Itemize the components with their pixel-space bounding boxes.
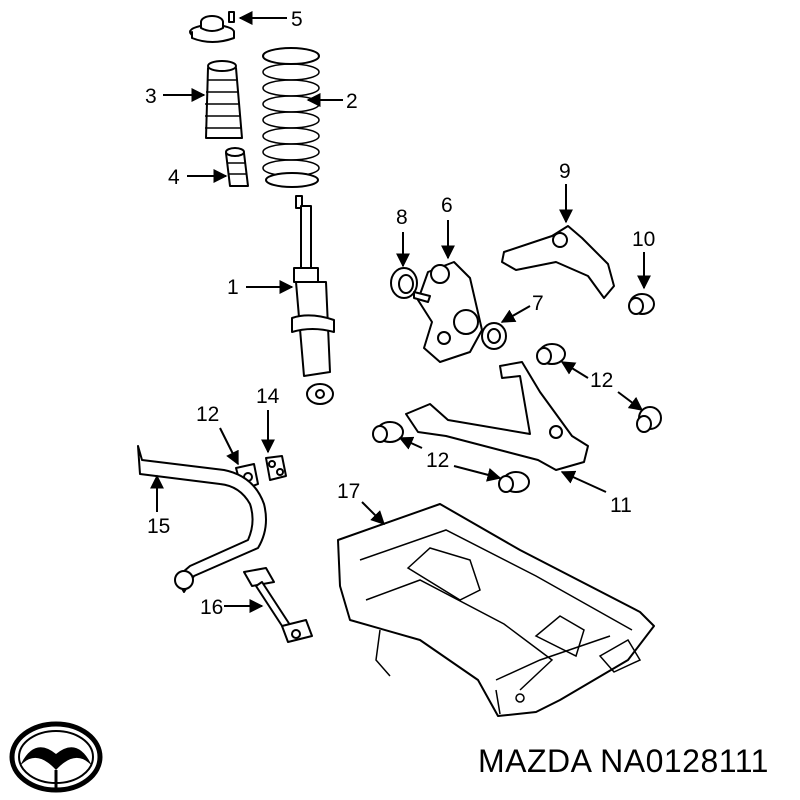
callout-11: 11 bbox=[610, 494, 632, 517]
strut-mount-part bbox=[189, 11, 235, 43]
callout-12-lower: 12 bbox=[426, 449, 449, 472]
callout-2: 2 bbox=[346, 90, 358, 113]
callout-12-upper: 12 bbox=[590, 369, 613, 392]
stabilizer-bar-part bbox=[137, 445, 267, 593]
callout-8: 8 bbox=[396, 206, 408, 229]
callout-15: 16 bbox=[200, 596, 223, 619]
crossmember-part bbox=[337, 503, 655, 717]
shock-absorber-part bbox=[291, 195, 335, 405]
callout-7: 7 bbox=[532, 292, 544, 315]
dust-boot-part bbox=[205, 60, 243, 139]
hub-seal-part bbox=[390, 267, 418, 299]
bump-stop-part bbox=[225, 147, 249, 187]
stabilizer-bracket-part bbox=[265, 455, 287, 481]
callout-10: 10 bbox=[632, 228, 655, 251]
callout-17: 17 bbox=[337, 480, 360, 503]
callout-1: 1 bbox=[227, 276, 239, 299]
upper-control-arm-part bbox=[501, 225, 615, 299]
knuckle-part bbox=[413, 261, 483, 363]
coil-spring-part bbox=[262, 47, 320, 188]
callout-16: 15 bbox=[147, 515, 170, 538]
part-number-caption: MAZDA NA0128111 bbox=[478, 743, 769, 779]
mazda-logo-icon bbox=[9, 721, 103, 793]
stabilizer-link-part bbox=[243, 567, 313, 643]
lower-arm-bushing-parts bbox=[372, 343, 662, 493]
upper-arm-bushing-part bbox=[628, 293, 655, 315]
callout-9: 9 bbox=[559, 160, 571, 183]
lower-control-arm-part bbox=[405, 361, 589, 471]
callout-13: 12 bbox=[196, 403, 219, 426]
callout-6: 6 bbox=[441, 194, 453, 217]
callout-5: 5 bbox=[291, 8, 303, 31]
knuckle-bushing-part bbox=[481, 322, 507, 350]
callout-labels: 5 2 3 4 1 6 8 7 9 10 12 12 11 12 14 15 1… bbox=[145, 8, 655, 619]
leader-lines bbox=[150, 11, 651, 613]
callout-3: 3 bbox=[145, 85, 157, 108]
callout-14: 14 bbox=[256, 385, 280, 408]
callout-4: 4 bbox=[168, 166, 180, 189]
